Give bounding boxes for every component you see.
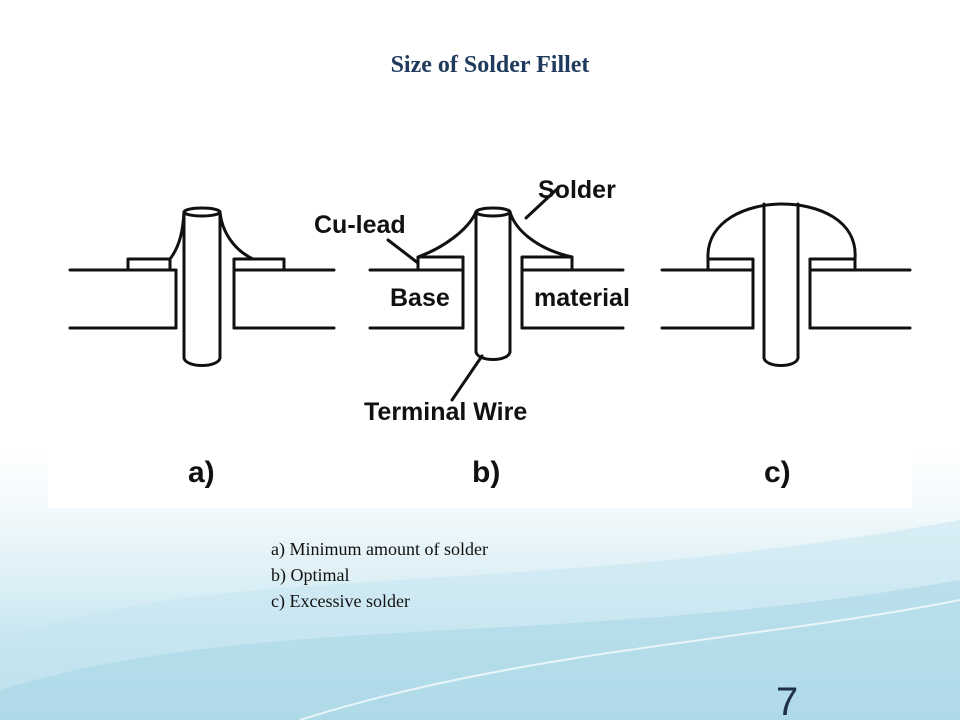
panel-b-drawing [368,188,625,402]
page-number: 7 [776,680,799,720]
panel-label-b: b) [472,456,500,489]
caption-item: a) Minimum amount of solder [271,539,488,559]
caption-list: a) Minimum amount of solder b) Optimal c… [271,536,488,614]
slide-title: Size of Solder Fillet [390,52,590,78]
label-cu-lead: Cu-lead [314,211,406,239]
solder-fillet-diagram: Solder Cu-lead Base material Terminal Wi… [68,176,912,489]
solder-fillet-figure: Solder Cu-lead Base material Terminal Wi… [48,160,912,508]
label-solder: Solder [538,176,616,204]
label-material: material [534,284,630,312]
caption-item: c) Excessive solder [271,591,410,611]
caption-item: b) Optimal [271,565,350,585]
label-terminal-wire: Terminal Wire [364,398,527,426]
panel-label-c: c) [764,456,791,489]
panel-c-drawing [660,202,912,367]
panel-a-drawing [68,206,336,367]
label-base: Base [390,284,450,312]
panel-label-a: a) [188,456,215,489]
